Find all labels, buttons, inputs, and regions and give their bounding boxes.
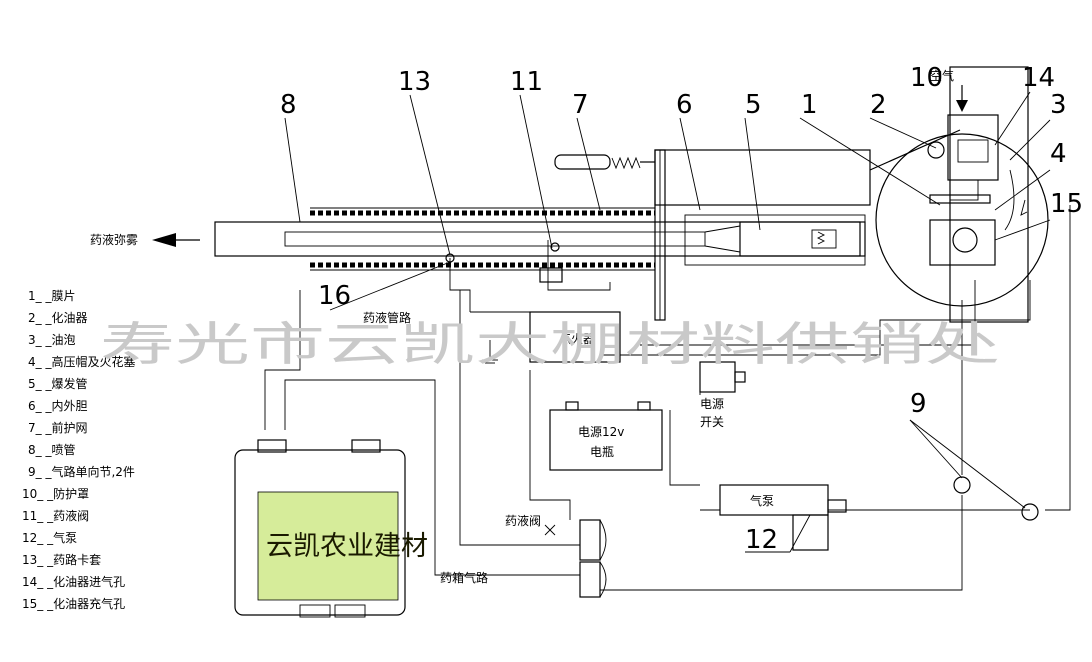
callout-4: 4 bbox=[1050, 139, 1067, 169]
battery-box bbox=[549, 409, 663, 471]
legend-item: 2_ _化油器 bbox=[28, 311, 87, 325]
spray-tube bbox=[214, 221, 866, 257]
callout-14: 14 bbox=[1022, 63, 1055, 93]
legend-item: 3_ _油泡 bbox=[28, 333, 75, 347]
check-valve-2 bbox=[1021, 503, 1039, 521]
igniter-box bbox=[529, 311, 621, 363]
battery-terminal-neg bbox=[565, 401, 579, 411]
tank-air-path-label: 药箱气路 bbox=[440, 570, 488, 585]
battery-label: 电源12v bbox=[578, 425, 624, 439]
parts-legend: 1_ _膜片 2_ _化油器 3_ _油泡 4_ _高压帽及火花塞 5_ _爆发… bbox=[22, 289, 135, 611]
callout-15: 15 bbox=[1050, 189, 1083, 219]
callout-16: 16 bbox=[318, 281, 351, 311]
callout-9: 9 bbox=[910, 389, 927, 419]
pipelines bbox=[264, 205, 1071, 591]
spray-arrow-icon bbox=[152, 233, 176, 247]
power-switch-knob bbox=[734, 371, 746, 383]
legend-item: 7_ _前护网 bbox=[28, 420, 87, 435]
legend-item: 13_ _药路卡套 bbox=[22, 552, 101, 567]
chemical-tank bbox=[234, 439, 406, 618]
power-switch-label-1: 电源 bbox=[700, 397, 724, 411]
callout-8: 8 bbox=[280, 90, 297, 120]
igniter-label: 点火器 bbox=[559, 332, 595, 346]
handle bbox=[554, 154, 655, 170]
carburetor-assembly bbox=[869, 114, 1049, 307]
air-pump-outlet bbox=[827, 499, 847, 513]
callout-10: 10 bbox=[910, 63, 943, 93]
callout-3: 3 bbox=[1050, 90, 1067, 120]
legend-item: 4_ _高压帽及火花塞 bbox=[28, 354, 135, 369]
watermark: 寿光市云凯大棚材料供销处 bbox=[100, 317, 1000, 371]
tank-brand-text: 云凯农业建材 bbox=[266, 531, 428, 562]
callout-12: 12 bbox=[745, 525, 778, 555]
air-in-label: 空气 bbox=[930, 68, 954, 83]
callout-11: 11 bbox=[510, 67, 543, 97]
callout-1: 1 bbox=[801, 90, 818, 120]
power-switch-label-2: 开关 bbox=[700, 415, 724, 429]
callout-6: 6 bbox=[676, 90, 693, 120]
air-pump-label: 气泵 bbox=[750, 493, 774, 508]
callout-7: 7 bbox=[572, 90, 589, 120]
legend-item: 14_ _化油器进气孔 bbox=[22, 574, 125, 589]
battery-terminal-pos bbox=[637, 401, 651, 411]
legend-item: 12_ _气泵 bbox=[22, 530, 77, 545]
legend-item: 8_ _喷管 bbox=[28, 442, 75, 457]
callouts: 8 13 11 7 6 5 1 2 10 14 3 4 15 16 9 12 bbox=[280, 63, 1083, 555]
front-guard-mesh bbox=[310, 207, 655, 271]
callout-5: 5 bbox=[745, 90, 762, 120]
callout-2: 2 bbox=[870, 90, 887, 120]
inner-outer-shell bbox=[654, 149, 871, 321]
legend-item: 10_ _防护罩 bbox=[22, 486, 89, 501]
liquid-valve-block bbox=[544, 519, 607, 598]
air-pump-motor bbox=[792, 514, 829, 551]
legend-item: 11_ _药液阀 bbox=[22, 508, 89, 523]
air-inlet bbox=[949, 66, 1029, 323]
liquid-pipe-label: 药液管路 bbox=[363, 310, 411, 325]
check-valve-1 bbox=[953, 476, 971, 494]
legend-item: 15_ _化油器充气孔 bbox=[22, 596, 125, 611]
liquid-valve-label: 药液阀 bbox=[505, 513, 541, 528]
spray-out-label: 药液弥雾 bbox=[90, 232, 138, 247]
battery-sub-label: 电瓶 bbox=[590, 445, 614, 459]
legend-item: 1_ _膜片 bbox=[28, 289, 75, 303]
legend-item: 9_ _气路单向节,2件 bbox=[28, 464, 135, 479]
callout-13: 13 bbox=[398, 67, 431, 97]
legend-item: 5_ _爆发管 bbox=[28, 376, 87, 391]
legend-item: 6_ _内外胆 bbox=[28, 399, 87, 413]
